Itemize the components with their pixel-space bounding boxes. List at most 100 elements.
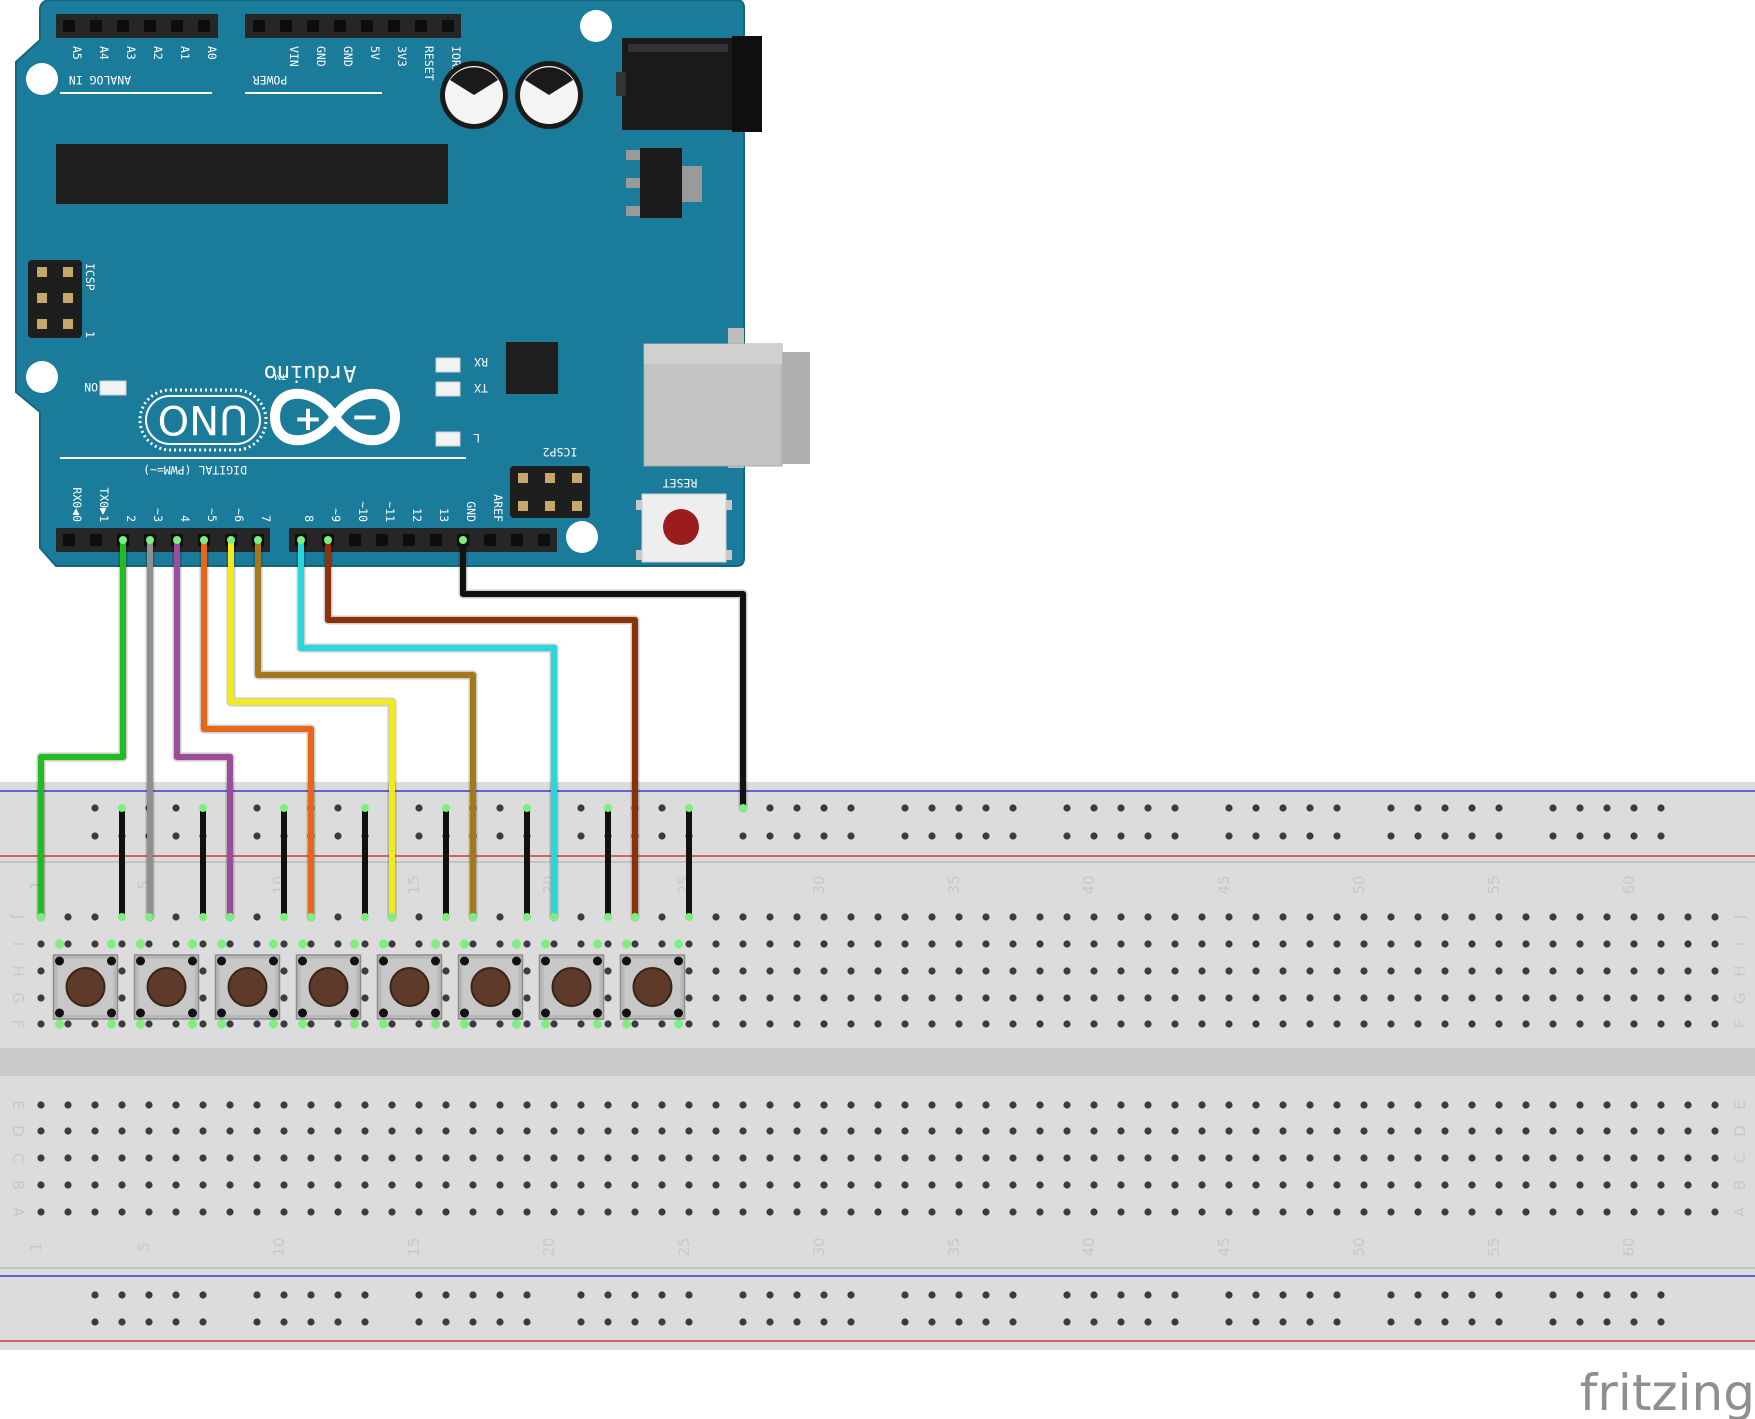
breadboard-hole xyxy=(469,1127,477,1135)
row-letter: I xyxy=(1731,942,1749,946)
push-buttons xyxy=(52,939,686,1029)
breadboard-hole xyxy=(1441,967,1449,975)
breadboard-hole xyxy=(1144,1208,1152,1216)
rail-hole xyxy=(982,832,990,840)
breadboard-hole xyxy=(469,1181,477,1189)
led-l-label: L xyxy=(473,431,480,445)
rail-hole xyxy=(631,1291,639,1299)
rail-hole xyxy=(1279,1291,1287,1299)
push-button[interactable] xyxy=(214,939,281,1029)
icsp-pin1-label: 1 xyxy=(83,331,97,338)
breadboard-hole xyxy=(1225,1020,1233,1028)
icsp-pin xyxy=(37,267,47,277)
push-button[interactable] xyxy=(295,939,362,1029)
rail-hole xyxy=(1630,804,1638,812)
rail-hole xyxy=(1171,832,1179,840)
push-button[interactable] xyxy=(538,939,605,1029)
rail-hole xyxy=(901,1318,909,1326)
breadboard-hole xyxy=(1333,994,1341,1002)
rail-hole xyxy=(955,832,963,840)
rail-hole xyxy=(1225,804,1233,812)
breadboard-hole xyxy=(982,967,990,975)
breadboard-hole xyxy=(37,940,45,948)
breadboard-hole xyxy=(253,1101,261,1109)
breadboard-hole xyxy=(1333,913,1341,921)
column-number: 10 xyxy=(270,1237,288,1256)
breadboard-hole xyxy=(955,1101,963,1109)
wire-end xyxy=(685,804,693,812)
breadboard-hole xyxy=(1117,994,1125,1002)
breadboard-hole xyxy=(118,1101,126,1109)
breadboard-hole xyxy=(496,1101,504,1109)
breadboard-hole xyxy=(1333,967,1341,975)
reset-button[interactable]: RESET xyxy=(636,476,732,563)
rail-hole xyxy=(496,1291,504,1299)
breadboard-hole xyxy=(955,913,963,921)
breadboard-hole xyxy=(523,1208,531,1216)
column-number: 55 xyxy=(1485,875,1503,894)
breadboard-hole xyxy=(847,994,855,1002)
breadboard-hole xyxy=(955,1154,963,1162)
breadboard-hole xyxy=(442,1154,450,1162)
breadboard-hole xyxy=(1306,1181,1314,1189)
breadboard-hole xyxy=(550,1181,558,1189)
breadboard-hole xyxy=(1036,994,1044,1002)
breadboard-hole xyxy=(577,1020,585,1028)
breadboard-hole xyxy=(1549,967,1557,975)
breadboard-hole xyxy=(1468,1208,1476,1216)
breadboard-hole xyxy=(496,940,504,948)
breadboard-hole xyxy=(901,1181,909,1189)
breadboard-hole xyxy=(1630,1020,1638,1028)
push-button[interactable] xyxy=(52,939,119,1029)
breadboard-hole xyxy=(1360,994,1368,1002)
breadboard-hole xyxy=(739,1208,747,1216)
breadboard-hole xyxy=(1522,1154,1530,1162)
rail-hole xyxy=(793,804,801,812)
rail-hole xyxy=(118,1291,126,1299)
breadboard-hole xyxy=(1117,1127,1125,1135)
header-pin xyxy=(63,20,75,32)
wire-end xyxy=(361,913,369,921)
breadboard-hole xyxy=(1117,1020,1125,1028)
breadboard-hole xyxy=(1252,994,1260,1002)
breadboard-hole xyxy=(199,967,207,975)
rail-hole xyxy=(793,1318,801,1326)
breadboard-hole xyxy=(1603,967,1611,975)
wire-end xyxy=(119,536,127,544)
button-cap xyxy=(389,967,430,1007)
rail-hole xyxy=(928,804,936,812)
breadboard-hole xyxy=(523,967,531,975)
breadboard-hole xyxy=(1711,1208,1719,1216)
jumper-wire-pin-9 xyxy=(325,537,638,920)
rail-hole xyxy=(1441,1291,1449,1299)
breadboard-hole xyxy=(1522,1101,1530,1109)
rail-hole xyxy=(496,832,504,840)
breadboard-hole xyxy=(1495,1181,1503,1189)
push-button[interactable] xyxy=(457,939,524,1029)
svg-text:−: − xyxy=(351,397,380,437)
breadboard-hole xyxy=(793,1208,801,1216)
icsp2-pin xyxy=(572,473,582,483)
breadboard-hole xyxy=(766,1208,774,1216)
breadboard-hole xyxy=(820,1154,828,1162)
rail-hole xyxy=(1657,1291,1665,1299)
breadboard-hole xyxy=(1630,1127,1638,1135)
breadboard-hole xyxy=(1252,913,1260,921)
push-button[interactable] xyxy=(133,939,200,1029)
push-button[interactable] xyxy=(376,939,443,1029)
rail-hole xyxy=(820,804,828,812)
breadboard-hole xyxy=(1225,1127,1233,1135)
breadboard-hole xyxy=(1198,1101,1206,1109)
breadboard-hole xyxy=(1495,913,1503,921)
rail-hole xyxy=(1144,1291,1152,1299)
breadboard-hole xyxy=(307,1127,315,1135)
breadboard-hole xyxy=(739,994,747,1002)
rail-hole xyxy=(1630,832,1638,840)
breadboard-hole xyxy=(118,1154,126,1162)
rail-hole xyxy=(1576,804,1584,812)
push-button[interactable] xyxy=(619,939,686,1029)
breadboard-hole xyxy=(1225,1101,1233,1109)
analog-pin-label: A1 xyxy=(178,46,192,60)
breadboard-hole xyxy=(1090,913,1098,921)
breadboard-hole xyxy=(1495,1127,1503,1135)
